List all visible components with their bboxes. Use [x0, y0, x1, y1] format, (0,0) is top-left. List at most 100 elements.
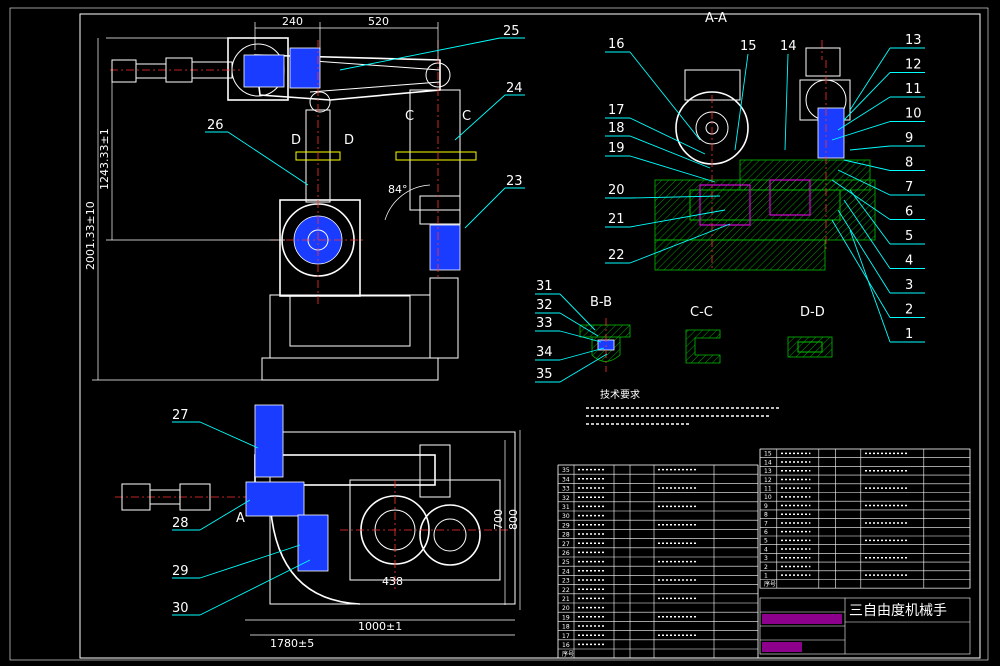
section-dd: D-D: [787, 305, 833, 358]
part-23: 23: [506, 174, 523, 189]
part-31: 31: [536, 279, 553, 294]
bom-row-number: 32: [562, 495, 570, 502]
part-7: 7: [905, 180, 913, 195]
part-19: 19: [608, 141, 625, 156]
bom-row-number: 14: [764, 459, 772, 466]
dim-520: 520: [368, 15, 389, 28]
bom-row-number: 18: [562, 624, 570, 631]
part-6: 6: [905, 205, 913, 220]
part-17: 17: [608, 103, 625, 118]
tech-req-heading: 技术要求: [600, 388, 640, 401]
bom-row-number: 7: [764, 520, 768, 527]
part-22: 22: [608, 248, 625, 263]
dim-800: 800: [507, 509, 520, 530]
part-30: 30: [172, 601, 189, 616]
part-5: 5: [905, 229, 913, 244]
bom-row-number: 19: [562, 614, 570, 621]
part-13: 13: [905, 33, 922, 48]
bom-row-number: 5: [764, 538, 768, 545]
bom-row-number: 15: [764, 451, 772, 458]
part-25: 25: [503, 24, 520, 39]
section-marker-a-plan: A: [236, 511, 245, 526]
bom-row-number: 12: [764, 477, 772, 484]
bom-row-number: 29: [562, 522, 570, 529]
outer-border: [9, 7, 989, 661]
bom-row-number: 9: [764, 503, 768, 510]
section-cc-title: C-C: [690, 305, 713, 320]
plan-leaders: 27 28 29 30: [172, 408, 311, 616]
section-marker-d-right: D: [344, 133, 354, 148]
bom-row-number: 23: [562, 578, 570, 585]
section-bb-title: B-B: [590, 295, 612, 310]
dim-2001: 2001.33±10: [84, 201, 97, 270]
part-14: 14: [780, 39, 797, 54]
section-marker-c-left: C: [405, 109, 414, 124]
part-12: 12: [905, 58, 922, 73]
bom-row-number: 20: [562, 605, 570, 612]
part-8: 8: [905, 156, 913, 171]
bom-row-number: 33: [562, 486, 570, 493]
bom-row-number: 10: [764, 494, 772, 501]
bom-row-number: 16: [562, 642, 570, 649]
bom-row-number: 3: [764, 555, 768, 562]
dim-1243: 1243.33±1: [98, 128, 111, 190]
bom-row-number: 26: [562, 550, 570, 557]
bom-row-number: 22: [562, 587, 570, 594]
bom-row-number: 25: [562, 559, 570, 566]
section-aa: A-A: [654, 11, 876, 271]
dim-700: 700: [492, 509, 505, 530]
bom-row-number: 2: [764, 564, 768, 571]
part-9: 9: [905, 131, 913, 146]
bom-row-number: 6: [764, 529, 768, 536]
part-18: 18: [608, 121, 625, 136]
section-marker-d-left: D: [291, 133, 301, 148]
bom-row-number: 34: [562, 476, 570, 483]
tech-requirements: 技术要求: [586, 388, 780, 425]
bom-row-number: 21: [562, 596, 570, 603]
bom-footer-label: 序号: [764, 580, 776, 588]
elevation-dimensions: 240 520 2001.33±10 1243.33±1: [84, 15, 439, 381]
part-29: 29: [172, 564, 189, 579]
part-4: 4: [905, 254, 913, 269]
part-20: 20: [608, 183, 625, 198]
part-1: 1: [905, 327, 913, 342]
title-block: 三自由度机械手: [759, 597, 971, 655]
bom-row-number: 31: [562, 504, 570, 511]
inner-frame: [79, 13, 981, 659]
dim-1000: 1000±1: [358, 620, 402, 633]
bom-row-number: 1: [764, 573, 768, 580]
bom-row-number: 11: [764, 486, 772, 493]
part-34: 34: [536, 345, 553, 360]
part-24: 24: [506, 81, 523, 96]
dim-1780: 1780±5: [270, 637, 314, 650]
dim-438: 438: [382, 575, 403, 588]
elevation-view: 84° D D C C: [110, 37, 477, 381]
bom-row-number: 35: [562, 467, 570, 474]
bom-row-number: 27: [562, 541, 570, 548]
section-bb: B-B: [579, 295, 631, 372]
plan-dimensions: 1780±5 1000±1 700 800 438: [245, 430, 521, 650]
elevation-leaders: 25 24 23 26: [205, 24, 525, 229]
part-2: 2: [905, 303, 913, 318]
section-dd-title: D-D: [800, 305, 825, 320]
section-aa-title: A-A: [705, 11, 727, 26]
plan-view: A: [115, 404, 516, 605]
section-marker-c-right: C: [462, 109, 471, 124]
part-28: 28: [172, 516, 189, 531]
part-35: 35: [536, 367, 553, 382]
bom-left-table: 3534333231302928272625242322212019181716…: [557, 464, 759, 659]
part-32: 32: [536, 298, 553, 313]
part-21: 21: [608, 212, 625, 227]
part-3: 3: [905, 278, 913, 293]
part-26: 26: [207, 118, 224, 133]
bom-row-number: 13: [764, 468, 772, 475]
bom-row-number: 28: [562, 532, 570, 539]
bom-row-number: 30: [562, 513, 570, 520]
section-cc: C-C: [685, 305, 721, 364]
